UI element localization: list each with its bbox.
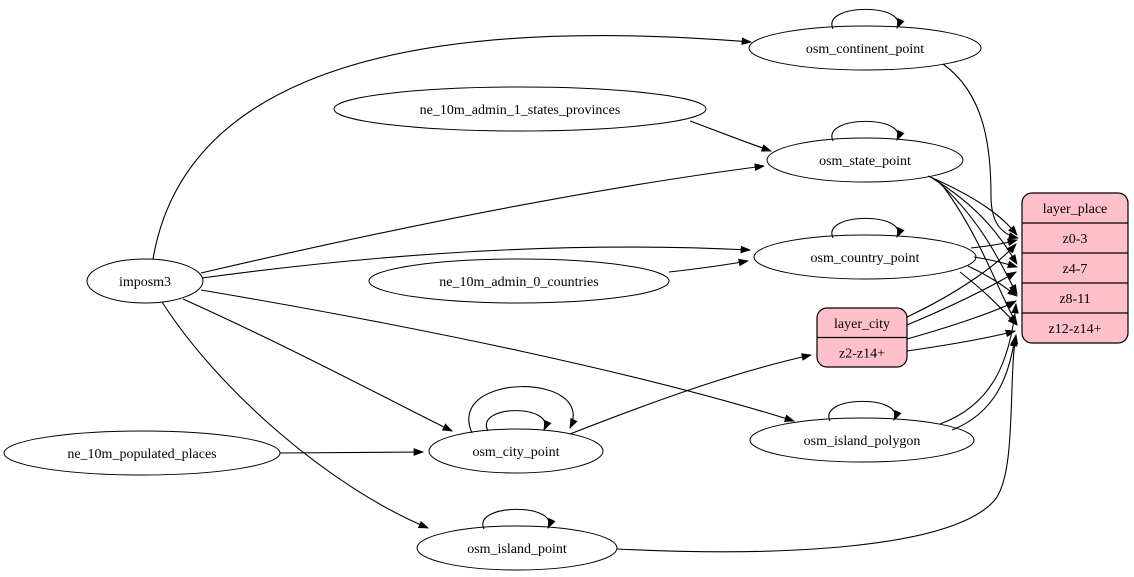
node-label-imposm3: imposm3: [119, 275, 171, 290]
record-layer_place-row-z12-z14+: z12-z14+: [1049, 322, 1102, 337]
node-osm_island_polygon: osm_island_polygon: [749, 417, 975, 463]
node-osm_continent_point: osm_continent_point: [748, 25, 982, 71]
node-ellipse-imposm3: [86, 258, 204, 304]
node-label-osm_city_point: osm_city_point: [472, 445, 559, 460]
node-label-ne_10m_admin_0_countries: ne_10m_admin_0_countries: [439, 275, 598, 290]
node-label-ne_10m_admin_1_states_provinces: ne_10m_admin_1_states_provinces: [420, 103, 621, 118]
edge-osm_island_point-osm_island_point: [482, 508, 556, 530]
edge-osm_city_point-layer_city.z2-z14+: [569, 353, 813, 435]
edge-imposm3-osm_city_point: [182, 298, 453, 432]
record-layer_city: layer_city z2-z14+: [816, 307, 908, 368]
record-box-layer_place: [1021, 192, 1129, 344]
edge-imposm3-osm_island_polygon: [200, 289, 796, 422]
edge-imposm3-osm_country_point: [201, 245, 752, 279]
node-label-ne_10m_populated_places: ne_10m_populated_places: [67, 447, 216, 462]
edge-imposm3-osm_continent_point: [152, 35, 753, 260]
record-layer_place-row-z4-7: z4-7: [1063, 262, 1088, 277]
edge-layer_city-layer_place.z12-z14+: [906, 329, 1017, 352]
edge-osm_country_point-layer_place.z4-7: [973, 256, 1019, 269]
edge-ne_10m_populated_places-osm_city_point: [279, 448, 425, 456]
edge-osm_continent_point-layer_place.z0-3: [942, 63, 1020, 240]
record-layer_place-row-z0-3: z0-3: [1063, 232, 1088, 247]
edge-osm_state_point-layer_place.z0-3: [927, 175, 1018, 236]
record-layer_place: layer_place z0-3 z4-7 z8-11 z12-z14+: [1021, 192, 1129, 344]
edge-osm_state_point-osm_state_point: [831, 120, 905, 142]
node-ellipse-osm_island_polygon: [749, 417, 975, 463]
node-ellipse-osm_continent_point: [748, 25, 982, 71]
edge-osm_island_polygon-osm_island_polygon: [828, 400, 902, 422]
node-label-osm_state_point: osm_state_point: [819, 154, 911, 169]
node-ellipse-ne_10m_admin_0_countries: [368, 258, 670, 304]
node-imposm3: imposm3: [86, 258, 204, 304]
edge-osm_state_point-layer_place.z12-z14+: [938, 180, 1018, 325]
edge-ne_10m_admin_1_states_provinces-osm_state_point: [689, 120, 773, 152]
edge-osm_country_point-layer_place.z8-11: [967, 265, 1018, 297]
node-ellipse-osm_state_point: [766, 137, 964, 183]
edge-osm_country_point-layer_place.z12-z14+: [959, 271, 1018, 326]
edge-layer_city-layer_place.z4-7: [906, 271, 1017, 326]
edge-ne_10m_admin_0_countries-osm_country_point: [668, 258, 750, 273]
edges-layer: [152, 8, 1020, 553]
node-osm_state_point: osm_state_point: [766, 137, 964, 183]
edge-osm_continent_point-osm_continent_point: [831, 8, 905, 30]
node-label-osm_country_point: osm_country_point: [811, 251, 920, 266]
node-ellipse-osm_island_point: [416, 525, 618, 571]
edge-osm_city_point-osm_city_point: [485, 410, 552, 432]
node-ne_10m_populated_places: ne_10m_populated_places: [3, 430, 281, 476]
node-ellipse-osm_city_point: [428, 428, 604, 474]
record-layer_city-row-layer_city: layer_city: [834, 317, 890, 332]
record-layer_place-row-layer_place: layer_place: [1043, 202, 1108, 217]
edge-layer_city-layer_place.z0-3: [906, 243, 1017, 318]
node-ne_10m_admin_1_states_provinces: ne_10m_admin_1_states_provinces: [333, 86, 707, 132]
node-osm_country_point: osm_country_point: [753, 234, 977, 280]
edge-osm_island_polygon-layer_place.z8-11: [939, 302, 1019, 425]
nodes-layer: imposm3 ne_10m_admin_1_states_provincesne…: [3, 25, 982, 571]
edge-imposm3-osm_island_point: [161, 301, 430, 529]
edge-osm_country_point-layer_place.z0-3: [970, 238, 1019, 249]
node-osm_city_point: osm_city_point: [428, 428, 604, 474]
records-layer: layer_city z2-z14+ layer_place z0-3 z4-7 z8-1…: [816, 192, 1129, 368]
edge-imposm3-osm_state_point: [200, 163, 766, 274]
record-layer_city-row-z2-z14+: z2-z14+: [839, 346, 885, 361]
edge-osm_city_point-osm_city_point-2: [468, 386, 578, 434]
edge-layer_city-layer_place.z8-11: [906, 300, 1017, 340]
edge-osm_state_point-layer_place.z4-7: [931, 177, 1018, 265]
node-label-osm_continent_point: osm_continent_point: [806, 42, 924, 57]
edge-osm_state_point-layer_place.z8-11: [935, 179, 1018, 295]
node-ellipse-ne_10m_admin_1_states_provinces: [333, 86, 707, 132]
edge-osm_island_polygon-layer_place.z12-z14+: [951, 335, 1018, 431]
node-osm_island_point: osm_island_point: [416, 525, 618, 571]
edge-osm_country_point-osm_country_point: [831, 217, 905, 239]
node-label-osm_island_point: osm_island_point: [467, 542, 567, 557]
record-layer_place-row-z8-11: z8-11: [1059, 292, 1090, 307]
node-label-osm_island_polygon: osm_island_polygon: [804, 434, 921, 449]
edge-osm_island_point-layer_place.z12-z14+: [616, 333, 1019, 553]
node-ne_10m_admin_0_countries: ne_10m_admin_0_countries: [368, 258, 670, 304]
